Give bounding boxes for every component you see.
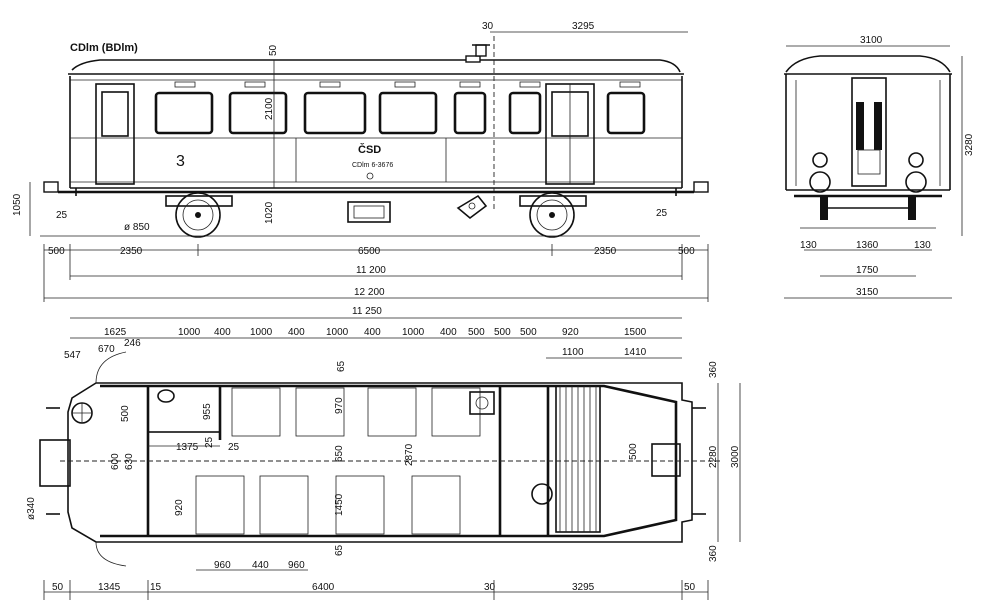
luggage-floor-grating xyxy=(555,385,601,533)
dim-plan-920v: 920 xyxy=(174,499,185,516)
dim-plan-630: 630 xyxy=(124,453,135,470)
dim-plan-400d: 400 xyxy=(440,327,457,338)
dim-plan-1000b: 1000 xyxy=(250,327,273,338)
dim-window-2100: 2100 xyxy=(264,97,275,120)
dim-plan-1000d: 1000 xyxy=(402,327,425,338)
dim-plan-bot-6400: 6400 xyxy=(312,582,335,593)
dim-2350-left: 2350 xyxy=(120,246,143,257)
dim-plan-bot-3295: 3295 xyxy=(572,582,595,593)
dim-plan-500-right: 500 xyxy=(628,443,639,460)
dim-end-1750: 1750 xyxy=(856,265,879,276)
dim-plan-600: 600 xyxy=(110,453,121,470)
end-view: 3100 3280 130 1360 130 1750 3150 xyxy=(784,35,975,299)
dim-500-left: 500 xyxy=(48,246,65,257)
dim-plan-650: 650 xyxy=(334,445,345,462)
dim-plan-bot-30: 30 xyxy=(484,582,496,593)
dim-plan-65a: 65 xyxy=(336,360,347,372)
plan-bottom-dimensions: 960 440 960 50 1345 15 6400 30 3295 50 xyxy=(43,560,709,600)
dim-roof-50: 50 xyxy=(268,44,279,56)
dim-plan-670: 670 xyxy=(98,344,115,355)
dim-buffer-1050: 1050 xyxy=(12,193,23,216)
dim-plan-500c: 500 xyxy=(520,327,537,338)
dim-plan-960b: 960 xyxy=(288,560,305,571)
dim-plan-500-left: 500 xyxy=(120,405,131,422)
dim-6500: 6500 xyxy=(358,246,381,257)
plan-right-dimensions: 360 2280 3000 360 xyxy=(708,361,741,562)
side-view-dimensions: 30 3295 50 2100 1020 1050 25 25 ø 850 50… xyxy=(12,21,709,302)
left-wheelset xyxy=(165,192,233,238)
plan-inner-dimensions: 500 955 1375 25 25 65 970 650 2870 1450 … xyxy=(26,360,639,556)
dim-plan-25b: 25 xyxy=(228,442,240,453)
dim-plan-360a: 360 xyxy=(708,361,719,378)
dim-plan-400c: 400 xyxy=(364,327,381,338)
dim-plan-1500: 1500 xyxy=(624,327,647,338)
dim-plan-25a: 25 xyxy=(204,436,215,448)
dim-plan-1625: 1625 xyxy=(104,327,127,338)
upper-seats xyxy=(231,387,481,437)
dim-plan-1100: 1100 xyxy=(562,347,584,358)
dim-plan-500a: 500 xyxy=(468,327,485,338)
dim-plan-2870: 2870 xyxy=(404,443,415,466)
dim-plan-970: 970 xyxy=(334,397,345,414)
dim-plan-1000a: 1000 xyxy=(178,327,201,338)
dim-plan-500b: 500 xyxy=(494,327,511,338)
side-view: 3 ČSD CDlm 6-3676 xyxy=(12,21,709,302)
dim-plan-1410: 1410 xyxy=(624,347,647,358)
dim-floor-1020: 1020 xyxy=(264,201,275,224)
dim-plan-340: ø340 xyxy=(26,497,37,520)
plan-top-dimensions: 11 250 1625 1000 400 1000 400 1000 400 1… xyxy=(64,306,682,361)
car-number: CDlm 6-3676 xyxy=(352,162,393,169)
dim-500-right: 500 xyxy=(678,246,695,257)
plan-view: 11 250 1625 1000 400 1000 400 1000 400 1… xyxy=(26,306,741,600)
dim-end-130-left: 130 xyxy=(800,240,817,251)
dim-plan-11250: 11 250 xyxy=(352,306,382,317)
dim-top-3295: 3295 xyxy=(572,21,595,32)
dim-plan-bot-50a: 50 xyxy=(52,582,64,593)
dim-top-30: 30 xyxy=(482,21,494,32)
dim-wheel-diameter: ø 850 xyxy=(124,222,150,233)
roof-vents xyxy=(174,81,641,88)
operator-lettering: ČSD xyxy=(358,143,381,156)
lower-seats xyxy=(195,475,461,535)
dim-plan-1450: 1450 xyxy=(334,493,345,516)
dim-plan-400b: 400 xyxy=(288,327,305,338)
dim-12200: 12 200 xyxy=(354,287,385,298)
dim-plan-2280: 2280 xyxy=(708,445,719,468)
dim-end-3280: 3280 xyxy=(964,133,975,156)
dim-left-25: 25 xyxy=(56,210,68,221)
dim-plan-960a: 960 xyxy=(214,560,231,571)
dim-plan-400a: 400 xyxy=(214,327,231,338)
drawing-title: CDlm (BDlm) xyxy=(70,42,138,54)
dim-end-3100: 3100 xyxy=(860,35,883,46)
dim-plan-3000: 3000 xyxy=(730,445,741,468)
dim-plan-360b: 360 xyxy=(708,545,719,562)
dim-plan-1375: 1375 xyxy=(176,442,199,453)
dim-right-25: 25 xyxy=(656,208,668,219)
dim-11200: 11 200 xyxy=(356,265,386,276)
dim-plan-bot-15: 15 xyxy=(150,582,162,593)
dim-plan-65b: 65 xyxy=(334,544,345,556)
dim-plan-246: 246 xyxy=(124,338,141,349)
dim-plan-547: 547 xyxy=(64,350,81,361)
dim-plan-955: 955 xyxy=(202,403,213,420)
dim-end-3150: 3150 xyxy=(856,287,879,298)
dim-end-130-right: 130 xyxy=(914,240,931,251)
dim-plan-bot-1345: 1345 xyxy=(98,582,121,593)
class-number: 3 xyxy=(176,153,185,170)
dim-plan-bot-50b: 50 xyxy=(684,582,696,593)
dim-plan-440: 440 xyxy=(252,560,269,571)
side-windows xyxy=(154,91,646,135)
right-wheelset xyxy=(519,192,587,238)
dim-end-1360: 1360 xyxy=(856,240,879,251)
dim-plan-920: 920 xyxy=(562,327,579,338)
dim-2350-right: 2350 xyxy=(594,246,617,257)
dim-plan-1000c: 1000 xyxy=(326,327,349,338)
